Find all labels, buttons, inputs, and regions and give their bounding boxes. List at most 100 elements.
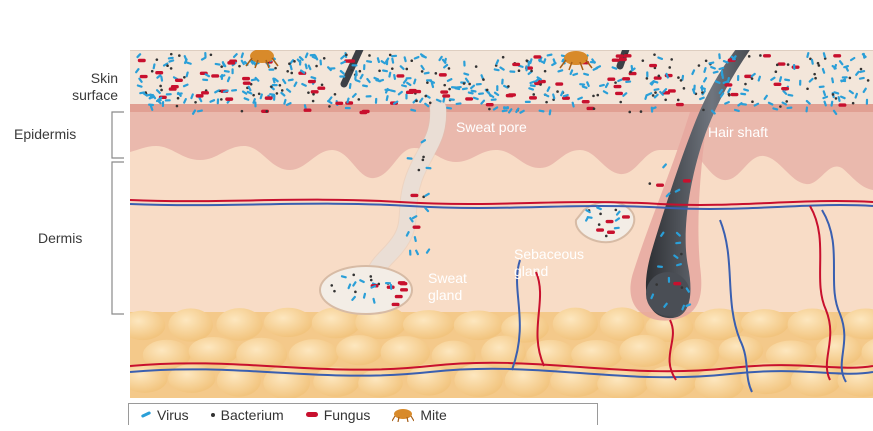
bacterium-icon <box>545 101 548 104</box>
bacterium-icon <box>614 81 617 84</box>
bacterium-icon <box>160 89 163 92</box>
bacterium-icon <box>759 54 762 57</box>
fat-cell <box>741 309 789 338</box>
mite-icon <box>392 408 414 422</box>
bacterium-icon <box>698 64 701 67</box>
epidermis-label: Epidermis <box>14 126 76 143</box>
bacterium-icon <box>170 67 173 70</box>
fungus-icon <box>607 78 615 81</box>
virus-icon <box>339 75 345 77</box>
fungus-icon <box>612 58 620 61</box>
skin-surface-label-line2: surface <box>58 87 118 104</box>
fungus-icon <box>392 303 400 306</box>
virus-icon <box>390 284 393 290</box>
sebaceous-label-line1: Sebaceous <box>514 246 584 263</box>
bacterium-icon <box>654 91 657 94</box>
fungus-icon <box>649 64 657 67</box>
bacterium-icon <box>867 79 870 82</box>
bacterium-icon <box>776 64 779 67</box>
fat-cell <box>791 364 841 397</box>
bacterium-icon <box>370 279 373 282</box>
fungus-icon <box>486 103 494 106</box>
bacterium-icon <box>677 76 680 79</box>
virus-icon <box>386 59 389 65</box>
legend-bacterium-label: Bacterium <box>221 407 284 423</box>
virus-icon <box>721 70 723 76</box>
bacterium-icon <box>806 87 809 90</box>
fat-cell <box>313 367 359 397</box>
bacterium-icon <box>680 79 683 82</box>
fungus-icon <box>465 97 473 100</box>
fungus-icon <box>317 86 325 89</box>
bacterium-icon <box>463 82 466 85</box>
bacterium-icon <box>655 283 658 286</box>
bacterium-icon <box>265 110 268 113</box>
fungus-icon <box>781 87 789 90</box>
fungus-icon <box>440 90 448 93</box>
fat-cell <box>454 310 503 340</box>
bacterium-icon <box>785 100 788 103</box>
virus-icon <box>217 98 220 104</box>
virus-icon <box>793 64 796 70</box>
bacterium-icon <box>194 101 197 104</box>
fungus-icon <box>311 90 319 93</box>
bacterium-icon <box>312 100 315 103</box>
virus-icon <box>352 64 358 66</box>
bacterium-icon <box>415 100 418 103</box>
legend-virus-label: Virus <box>157 407 189 423</box>
bacterium-icon <box>276 92 279 95</box>
fungus-icon <box>582 100 590 103</box>
fungus-icon <box>196 94 204 97</box>
bacterium-icon <box>629 71 632 74</box>
fungus-icon <box>676 103 684 106</box>
fungus-icon <box>201 91 209 94</box>
bacterium-icon <box>333 290 336 293</box>
fungus-icon <box>410 194 418 197</box>
bacterium-icon <box>658 75 661 78</box>
virus-icon <box>476 83 482 86</box>
fat-cell <box>189 337 239 366</box>
fungus-icon <box>308 80 316 83</box>
bacterium-icon <box>475 65 478 68</box>
bacterium-icon <box>526 59 529 62</box>
fungus-icon <box>615 92 623 95</box>
bacterium-icon <box>683 87 686 90</box>
fungus-icon <box>304 108 312 111</box>
bacterium-icon <box>418 169 421 172</box>
bacterium-icon <box>435 72 438 75</box>
bacterium-icon <box>817 62 820 65</box>
fat-cell <box>120 311 165 340</box>
bacterium-icon <box>775 70 778 73</box>
legend-mite-label: Mite <box>420 407 446 423</box>
bacterium-icon <box>646 77 649 80</box>
fungus-icon <box>442 94 450 97</box>
bacterium-icon <box>677 99 680 102</box>
fungus-icon <box>773 83 781 86</box>
virus-icon <box>141 411 151 418</box>
fungus-icon <box>833 54 841 57</box>
skin-surface-label: Skin surface <box>58 70 118 104</box>
virus-icon <box>405 94 407 100</box>
virus-icon <box>463 61 466 67</box>
bacterium-icon <box>422 159 425 162</box>
sebaceous-gland-label: Sebaceous gland <box>514 246 584 280</box>
legend-fungus-label: Fungus <box>324 407 371 423</box>
bacterium-icon <box>391 67 394 70</box>
sweat-gland <box>320 266 412 314</box>
fungus-icon <box>538 80 546 83</box>
sweat-pore-label: Sweat pore <box>456 119 527 136</box>
fat-cell <box>695 308 745 340</box>
bacterium-icon <box>705 60 708 63</box>
bacterium-icon <box>751 77 754 80</box>
fat-cell <box>289 339 339 371</box>
bacterium-icon <box>421 70 424 73</box>
fungus-icon <box>763 54 771 57</box>
bacterium-icon <box>681 286 684 289</box>
virus-icon <box>451 86 457 89</box>
virus-icon <box>737 75 739 81</box>
bacterium-icon <box>170 53 173 56</box>
fungus-icon <box>533 55 541 58</box>
fungus-icon <box>439 73 447 76</box>
fungus-icon <box>345 101 353 104</box>
bacterium-icon <box>368 54 371 57</box>
